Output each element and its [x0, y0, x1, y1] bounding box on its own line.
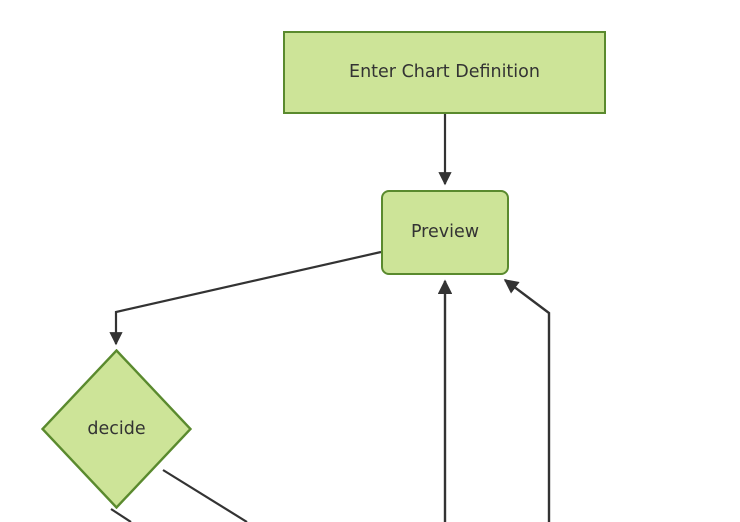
node-label-preview: Preview	[410, 222, 480, 242]
edge-preview-to-decide	[109, 250, 382, 346]
node-enter-chart-definition[interactable]: Enter Chart Definition	[283, 31, 606, 114]
node-preview[interactable]: Preview	[381, 190, 509, 275]
diamond-shape-icon	[41, 349, 192, 509]
edge-return-right-to-preview	[503, 279, 551, 522]
edge-decide-bottom-out	[110, 508, 132, 522]
edge-decide-right-out	[162, 469, 248, 522]
node-decide[interactable]: decide	[41, 349, 192, 509]
node-label-enter-chart-definition: Enter Chart Definition	[349, 62, 540, 82]
